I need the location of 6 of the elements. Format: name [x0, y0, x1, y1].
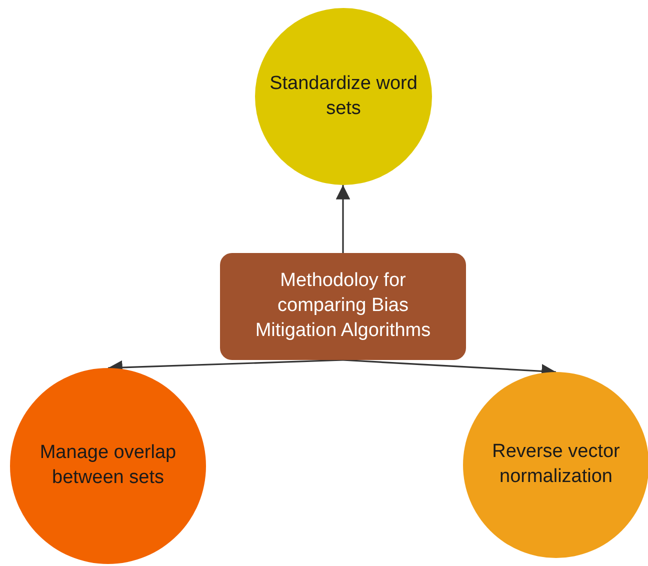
arrow [336, 185, 350, 253]
process-box [220, 253, 466, 360]
node-label: Manage overlap between sets [38, 441, 178, 490]
node-label: Methodoloy for comparing Bias Mitigation Algorithms [254, 269, 432, 343]
node-label: Reverse vector normalization [491, 440, 621, 489]
node-label: Standardize word sets [268, 72, 418, 120]
